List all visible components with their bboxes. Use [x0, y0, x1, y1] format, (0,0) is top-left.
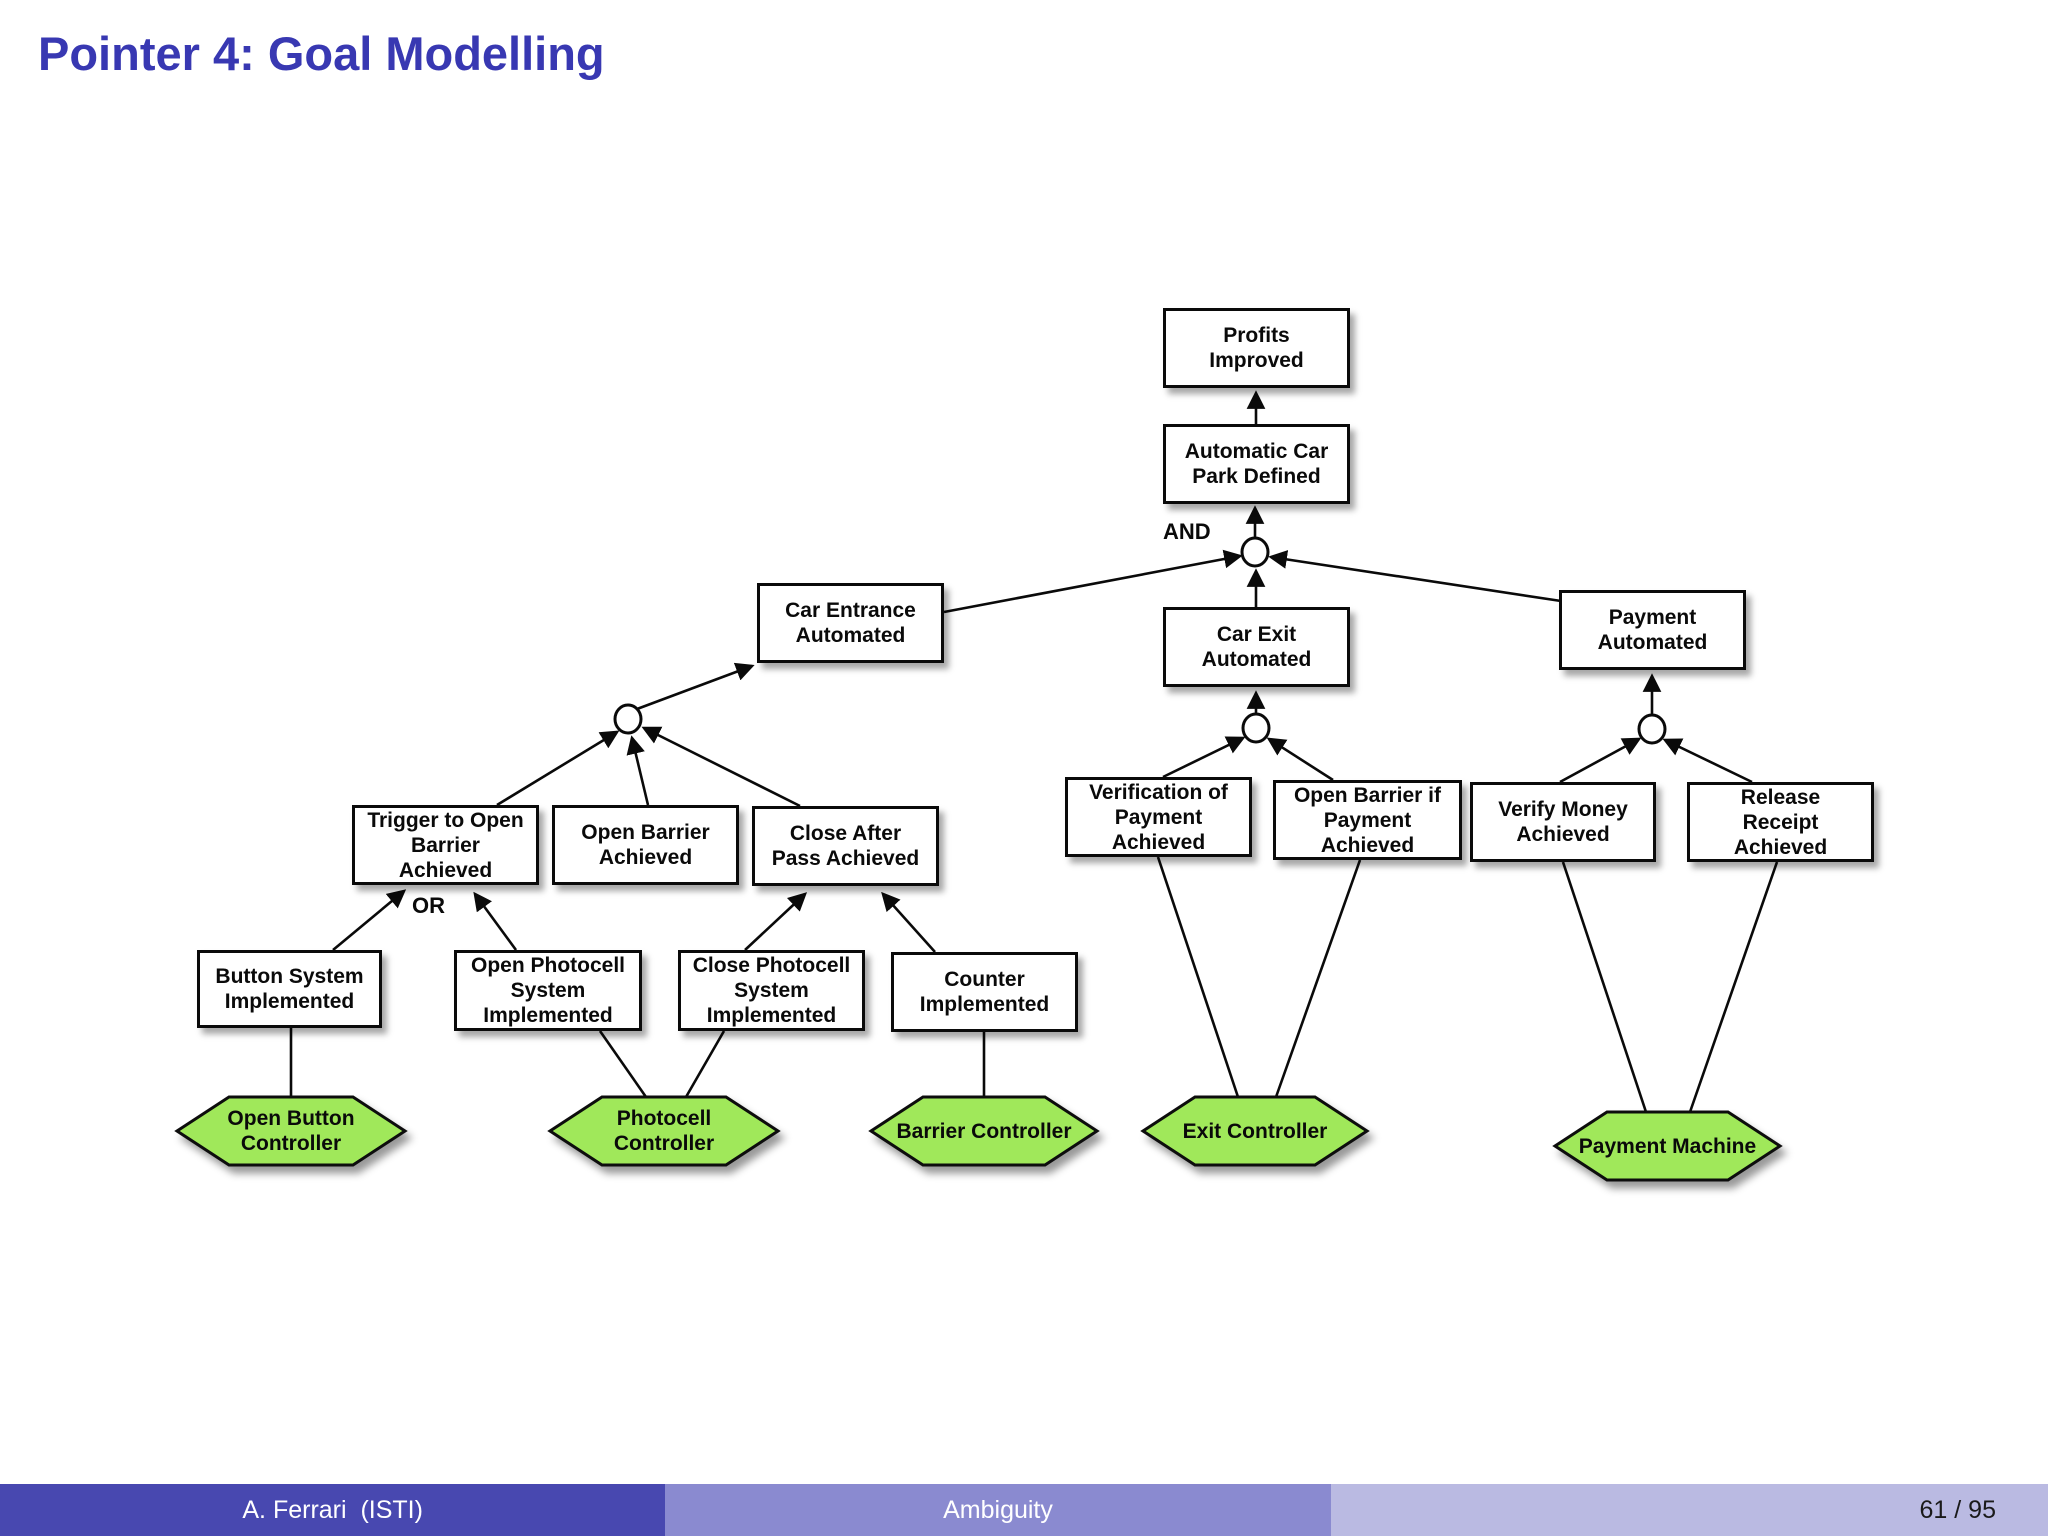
edge-trigger-circle — [496, 730, 620, 807]
edge-paymentmachine-release — [1688, 861, 1779, 1113]
agent-payment-machine-label: Payment Machine — [1578, 1134, 1757, 1158]
agent-hexagon-payment-machine — [1552, 1110, 1783, 1182]
edge-photocellctrl-openphotocell — [598, 1030, 648, 1098]
goal-open-photocell-system-implemented: Open Photocell System Implemented — [454, 950, 642, 1031]
edge-payment-and — [1268, 550, 1562, 603]
goal-trigger-to-open-barrier-achieved: Trigger to Open Barrier Achieved — [352, 805, 539, 885]
edge-release-circle — [1662, 738, 1753, 784]
edge-openphotocell-trigger — [473, 891, 518, 951]
agent-barrier-controller-label: Barrier Controller — [896, 1119, 1072, 1143]
edge-closeafter-circle — [641, 726, 801, 808]
goal-automatic-car-park-defined: Automatic Car Park Defined — [1163, 424, 1350, 504]
agent-photocell-controller-label: Photocell Controller — [613, 1107, 715, 1155]
footer-author: A. Ferrari (ISTI) — [242, 1495, 423, 1524]
footer-page-segment: 61 / 95 — [1330, 1484, 2048, 1536]
edge-counter-closeafter — [881, 891, 936, 953]
goal-close-after-pass-achieved: Close After Pass Achieved — [752, 806, 939, 886]
goal-car-entrance-automated: Car Entrance Automated — [757, 583, 944, 663]
and-junction-circle — [1240, 536, 1270, 568]
footer-page-number: 61 / 95 — [1919, 1495, 1996, 1524]
edge-paymentmachine-verifymoney — [1561, 861, 1648, 1113]
entrance-junction-circle — [613, 703, 643, 735]
edge-exitctrl-verification — [1156, 856, 1240, 1098]
agent-hexagon-open-button-controller — [174, 1095, 408, 1167]
goal-open-barrier-if-payment-achieved: Open Barrier if Payment Achieved — [1273, 780, 1462, 860]
agent-hexagon-photocell-controller — [547, 1095, 781, 1167]
edge-openbarrierif-circle — [1266, 737, 1334, 782]
edge-buttonsystem-trigger — [332, 889, 407, 951]
goal-counter-implemented: Counter Implemented — [891, 952, 1078, 1032]
footer-section: Ambiguity — [943, 1495, 1053, 1524]
footer-author-segment: A. Ferrari (ISTI) — [0, 1484, 666, 1536]
junction-circles — [613, 536, 1667, 745]
edge-circle-entrance — [636, 662, 755, 711]
edge-entrance-and — [943, 549, 1243, 614]
or-label: OR — [412, 893, 445, 918]
edge-photocellctrl-closephotocell — [684, 1030, 726, 1098]
goal-payment-automated: Payment Automated — [1559, 590, 1746, 670]
agent-hexagon-barrier-controller — [868, 1095, 1100, 1167]
diagram-edges — [289, 390, 1779, 1113]
edge-verification-circle — [1162, 736, 1246, 779]
goal-close-photocell-system-implemented: Close Photocell System Implemented — [678, 950, 865, 1031]
agent-hexagon-exit-controller — [1140, 1095, 1370, 1167]
goal-verification-of-payment-achieved: Verification of Payment Achieved — [1065, 777, 1252, 857]
goal-open-barrier-achieved: Open Barrier Achieved — [552, 805, 739, 885]
goal-car-exit-automated: Car Exit Automated — [1163, 607, 1350, 687]
goal-verify-money-achieved: Verify Money Achieved — [1470, 782, 1656, 862]
edge-openbarrier-circle — [626, 735, 650, 806]
footer-section-segment: Ambiguity — [665, 1484, 1331, 1536]
edge-exitctrl-openbarrierif — [1274, 859, 1362, 1098]
and-label: AND — [1163, 519, 1211, 544]
agent-hexagons — [174, 1095, 1783, 1182]
goal-release-receipt-achieved: Release Receipt Achieved — [1687, 782, 1874, 862]
agent-exit-controller-label: Exit Controller — [1182, 1119, 1328, 1143]
page-title: Pointer 4: Goal Modelling — [38, 27, 605, 80]
goal-button-system-implemented: Button System Implemented — [197, 950, 382, 1028]
exit-junction-circle — [1241, 712, 1271, 744]
payment-junction-circle — [1637, 713, 1667, 745]
edge-verifymoney-circle — [1559, 737, 1642, 784]
footer-bar: A. Ferrari (ISTI) Ambiguity 61 / 95 — [0, 1484, 2048, 1536]
agent-open-button-controller-label: Open Button Controller — [227, 1107, 355, 1155]
goal-profits-improved: Profits Improved — [1163, 308, 1350, 388]
edge-closephotocell-closeafter — [744, 892, 808, 951]
